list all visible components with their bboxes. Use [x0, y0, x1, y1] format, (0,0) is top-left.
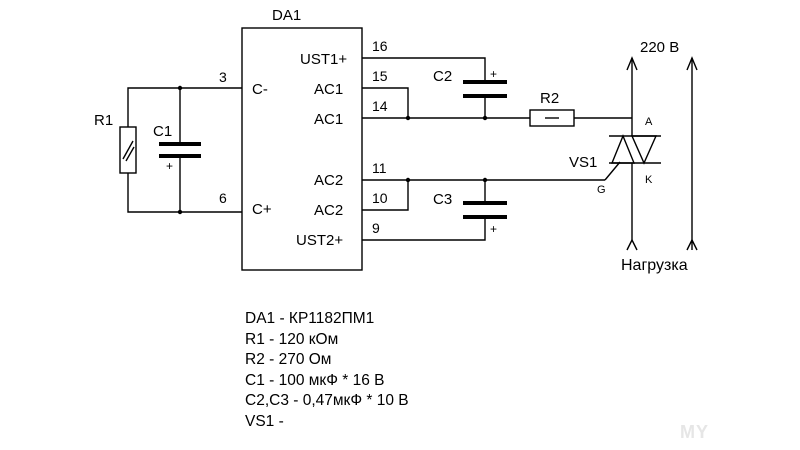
component-list: DA1 - КР1182ПМ1 R1 - 120 кОм R2 - 270 Ом…	[245, 309, 409, 432]
supply-arrows	[626, 56, 698, 251]
legend-line: C2,C3 - 0,47мкФ * 10 В	[245, 392, 409, 409]
pin-num-14: 14	[372, 98, 388, 114]
pin-label-ac1-b: AC1	[314, 111, 343, 128]
left-network-wires	[127, 87, 242, 213]
r2-resistor-symbol	[529, 109, 575, 127]
pin-num-9: 9	[372, 220, 380, 236]
pin-label-ac2-b: AC2	[314, 202, 343, 219]
vs1-label: VS1	[569, 154, 597, 171]
c3-capacitor-symbol	[463, 201, 507, 219]
upper-right-wires	[362, 57, 632, 119]
pin-label-c-plus: C+	[252, 201, 272, 218]
pin-num-10: 10	[372, 190, 388, 206]
legend-line: R2 - 270 Ом	[245, 351, 332, 368]
triac-gate-label: G	[597, 184, 606, 196]
pin-label-ac1-a: AC1	[314, 81, 343, 98]
c3-label: C3	[433, 191, 452, 208]
pin-num-16: 16	[372, 38, 388, 54]
pin-num-11: 11	[372, 160, 387, 176]
pin-num-3: 3	[219, 69, 227, 85]
legend-line: C1 - 100 мкФ * 16 В	[245, 371, 385, 389]
supply-voltage-label: 220 В	[640, 39, 679, 56]
junction-dot	[177, 85, 183, 91]
junction-dot	[405, 115, 411, 121]
pin-label-ust2: UST2+	[296, 232, 343, 249]
legend-line: R1 - 120 кОм	[245, 330, 339, 348]
legend-line: VS1 -	[245, 412, 284, 430]
pin-label-ac2-a: AC2	[314, 172, 343, 189]
c2-capacitor-symbol	[463, 80, 507, 98]
pin-num-15: 15	[372, 68, 388, 84]
c1-capacitor-symbol	[159, 142, 201, 158]
pin-label-ust1: UST1+	[300, 51, 347, 68]
triac-anode-label: A	[645, 116, 653, 128]
junction-dot	[482, 115, 488, 121]
ic-body	[241, 27, 363, 271]
load-label: Нагрузка	[621, 257, 688, 274]
c2-plus-mark: +	[490, 67, 497, 81]
legend-line: DA1 - КР1182ПМ1	[245, 310, 375, 327]
r2-label: R2	[540, 90, 559, 107]
c1-label: C1	[153, 123, 172, 140]
c2-label: C2	[433, 68, 452, 85]
pin-num-6: 6	[219, 190, 227, 206]
triac-vs1-symbol	[609, 70, 661, 240]
pin-label-c-minus: C-	[252, 81, 268, 98]
r1-resistor-symbol	[119, 126, 137, 174]
r1-label: R1	[94, 112, 113, 129]
c1-plus-mark: +	[166, 159, 173, 173]
junction-dot	[405, 177, 411, 183]
triac-cathode-label: K	[645, 174, 653, 186]
junction-dot	[482, 177, 488, 183]
junction-dot	[177, 209, 183, 215]
c3-plus-mark: +	[490, 222, 497, 236]
watermark: MY	[680, 422, 709, 442]
ic-name: DA1	[272, 7, 301, 24]
